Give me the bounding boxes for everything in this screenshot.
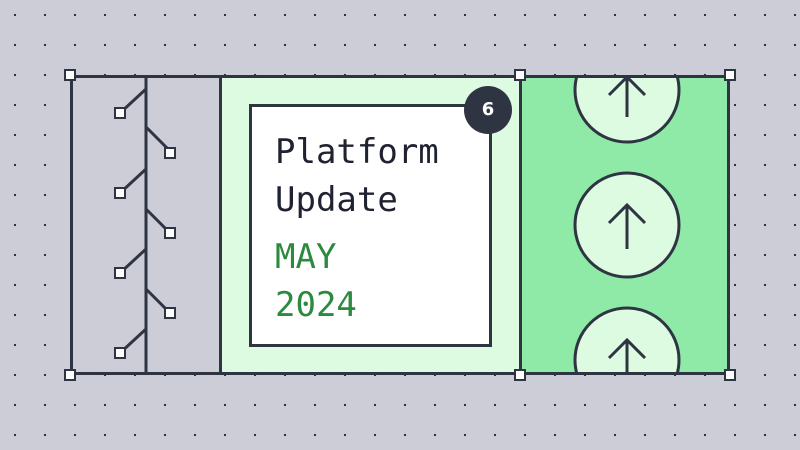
arrow-panel — [520, 75, 730, 375]
arrow-up-icon — [573, 171, 681, 279]
arrow-up-icon — [573, 75, 681, 144]
circuit-branch-icon — [114, 75, 176, 375]
arrows-column — [573, 75, 681, 375]
year-label: 2024 — [275, 285, 357, 325]
month-label: MAY — [275, 237, 337, 277]
title-line-2: Update — [275, 180, 398, 220]
selection-handle-icon[interactable] — [64, 69, 76, 81]
selection-handle-icon[interactable] — [724, 69, 736, 81]
selection-handle-icon[interactable] — [514, 369, 526, 381]
title-card: Platform Update MAY 2024 — [249, 104, 492, 347]
selection-handle-icon[interactable] — [514, 69, 526, 81]
number-badge: 6 — [464, 86, 512, 134]
arrow-up-icon — [573, 306, 681, 375]
panel-divider — [519, 75, 522, 375]
circuit-panel — [70, 75, 221, 375]
selection-handle-icon[interactable] — [64, 369, 76, 381]
title-line-1: Platform — [275, 132, 439, 172]
selection-handle-icon[interactable] — [724, 369, 736, 381]
panel-divider — [219, 75, 222, 375]
